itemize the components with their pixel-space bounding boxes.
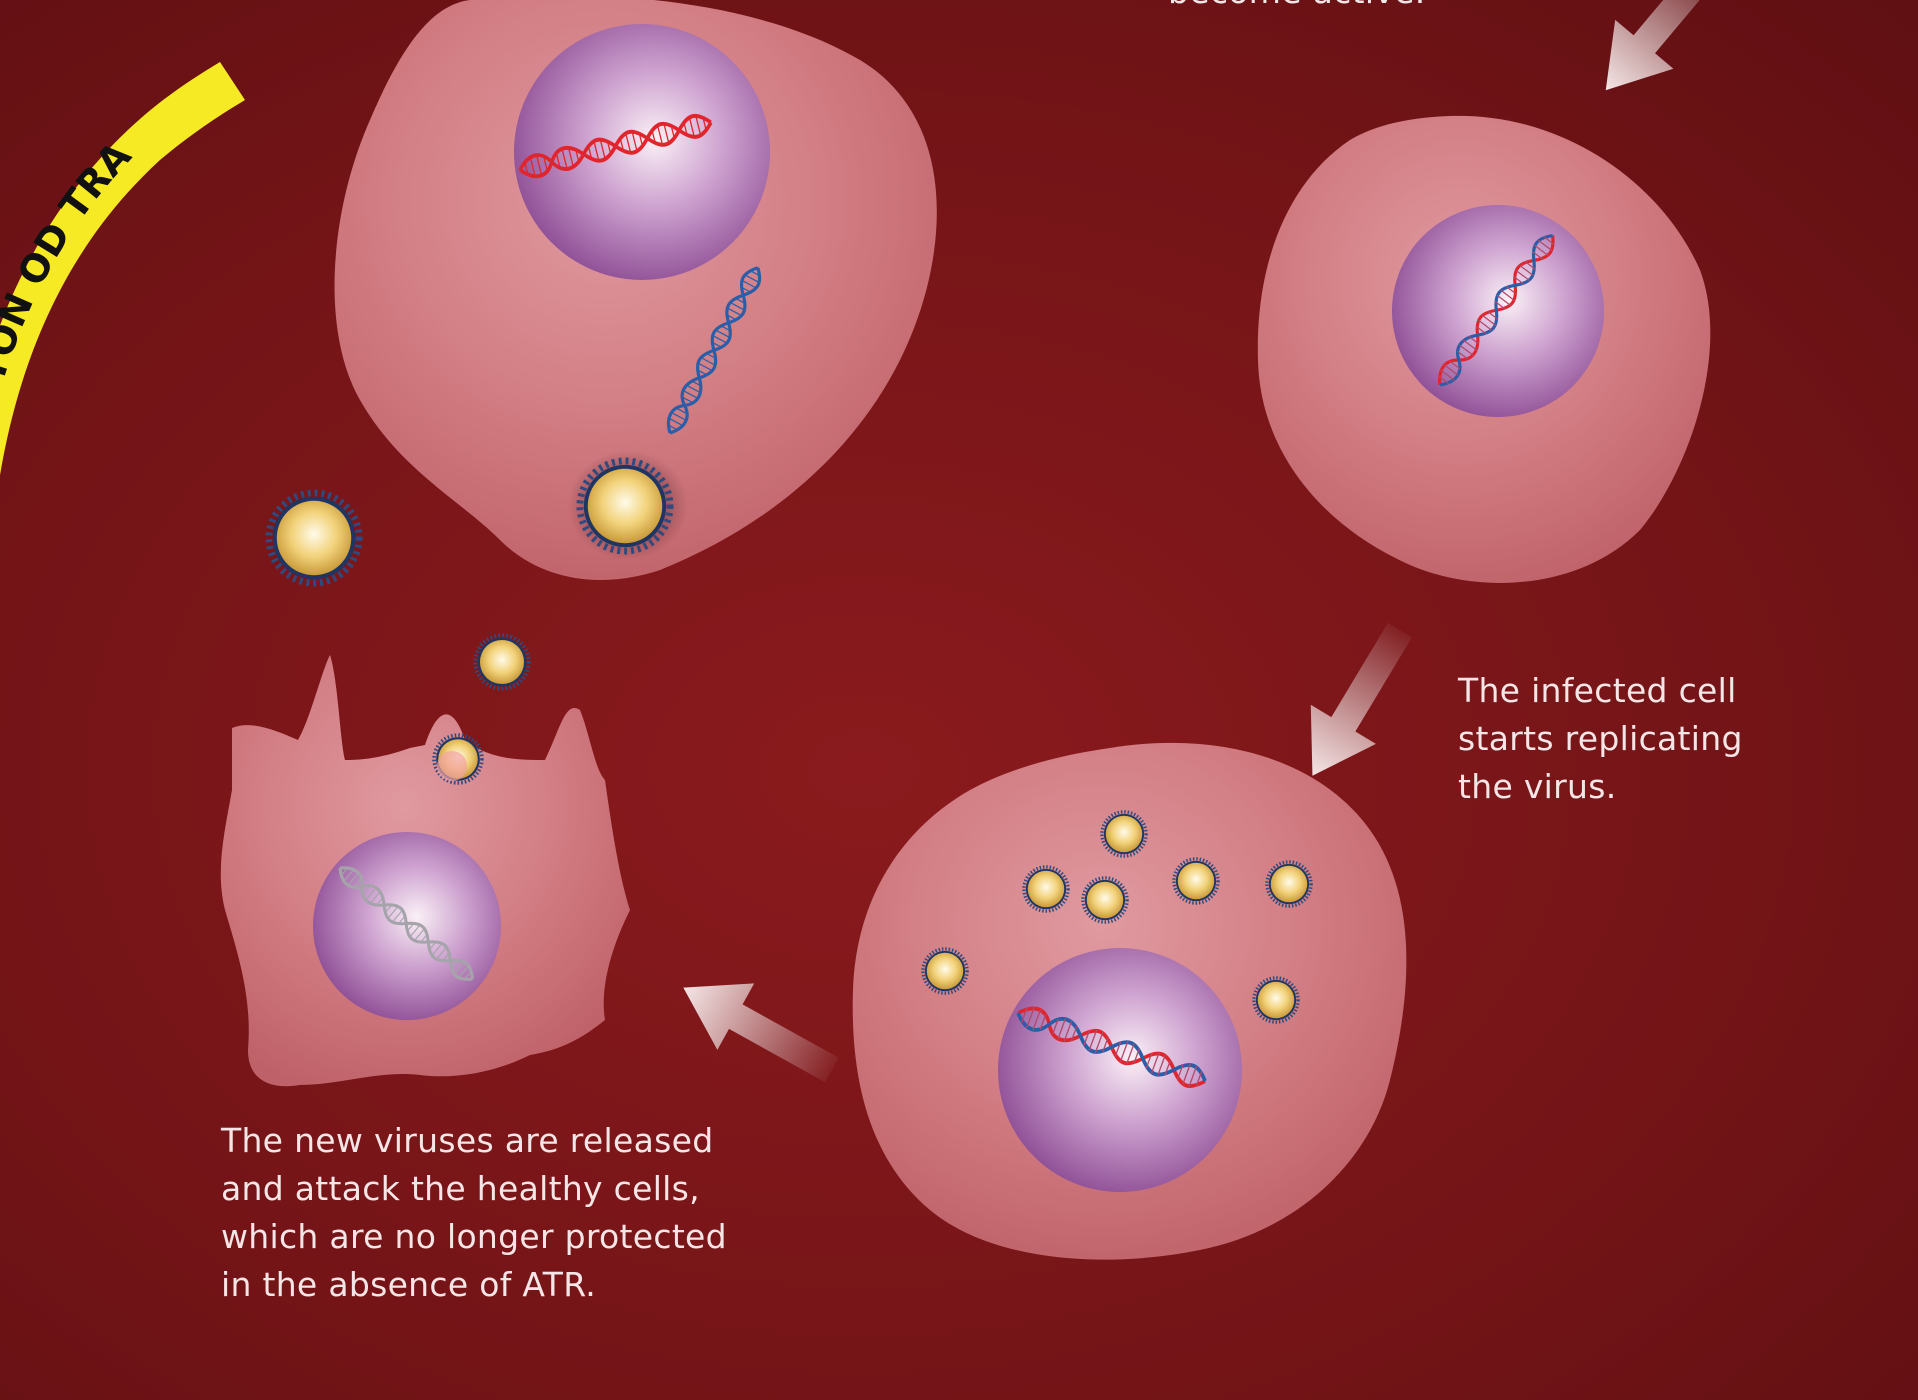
caption-released: The new viruses are released and attack …	[221, 1117, 727, 1309]
nucleus-icon	[998, 948, 1242, 1192]
nucleus-icon	[514, 24, 770, 280]
caption-replicating: The infected cell starts replicating the…	[1458, 667, 1743, 811]
nucleus-icon	[1392, 205, 1604, 417]
caption-become-active: become active.	[1168, 0, 1426, 16]
nucleus-icon	[313, 832, 501, 1020]
